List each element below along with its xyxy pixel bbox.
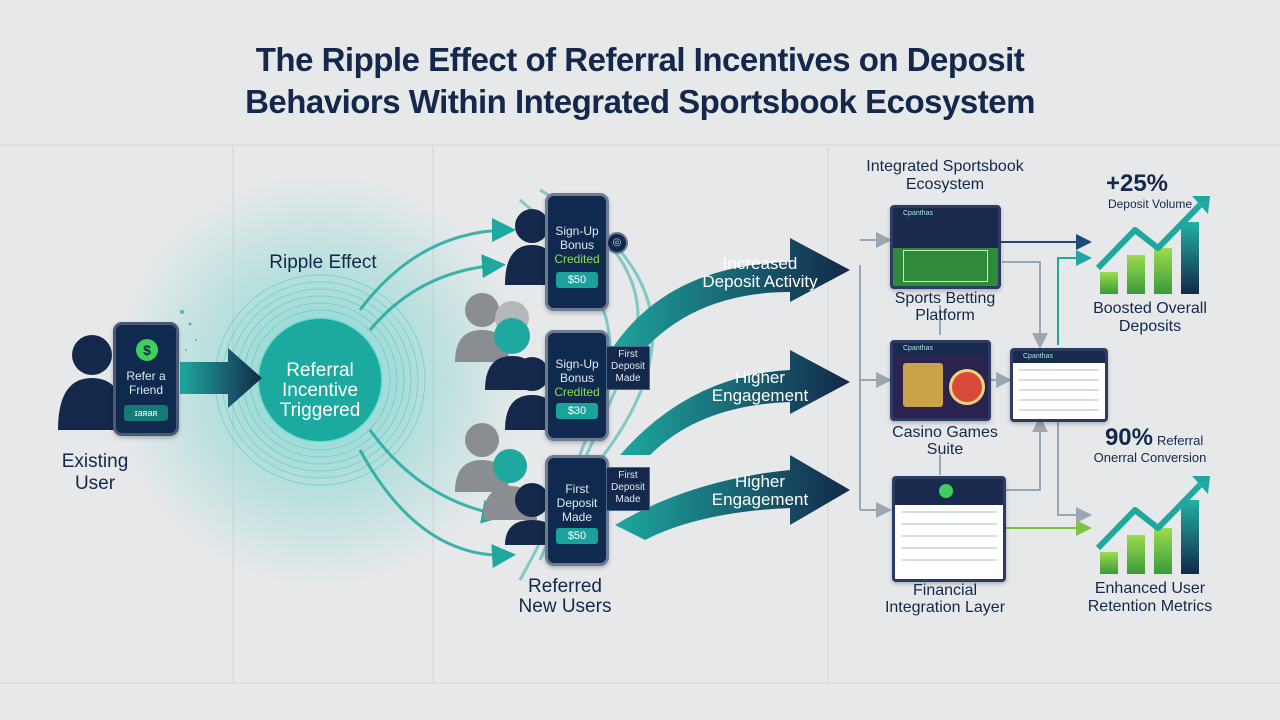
deposit-volume-value: +25% [1105, 170, 1169, 197]
existing-user-label: Existing User [61, 451, 129, 494]
financial-coin-icon [939, 484, 953, 498]
flow-label-1-line2: Deposit Activity [702, 272, 818, 291]
phone3-line2: Deposit [556, 496, 598, 510]
phone1-line1: Sign-Up [555, 224, 599, 238]
dashboard-table [1019, 369, 1099, 411]
referred-phone-1: Sign-Up Bonus Credited $50 [545, 193, 609, 311]
phone1-line3: Credited [554, 252, 600, 266]
flow-label-2-line2: Engagement [711, 386, 809, 405]
ecosystem-connectors [859, 240, 1092, 536]
casino-screen-header: Cpanthas [893, 343, 988, 355]
bonus-badge-icon: ◎ [606, 232, 628, 254]
phone2-line3: Credited [554, 385, 600, 399]
ripple-effect-label: Ripple Effect [269, 252, 377, 273]
financial-label-1: Financial [912, 582, 978, 599]
dollar-coin-icon: $ [136, 339, 158, 361]
refer-button[interactable]: ɪaʀaʀ [124, 405, 168, 421]
referred-users-label-1: Referred [528, 576, 602, 597]
casino-games-screen: Cpanthas [890, 340, 991, 421]
phone3-line3: Made [561, 510, 593, 524]
phone-refer-line1: Refer a [126, 369, 166, 383]
stadium-icon [893, 220, 998, 248]
title-line-1: The Ripple Effect of Referral Incentives… [255, 41, 1025, 78]
referral-line1: Referral [286, 360, 354, 381]
phone3-line1: First [565, 482, 589, 496]
title-line-2: Behaviors Within Integrated Sportsbook E… [245, 83, 1035, 120]
boosted-label-1: Boosted Overall [1093, 300, 1207, 317]
conversion-suffix: Referral [1157, 433, 1204, 448]
tag2-line2: Deposit [611, 482, 645, 493]
financial-label-2: Integration Layer [884, 599, 1006, 616]
flow-label-2-line1: Higher [734, 368, 786, 387]
dashboard-screen: Cpanthas [1010, 348, 1108, 422]
phone2-line1: Sign-Up [555, 357, 599, 371]
dashboard-screen-header: Cpanthas [1013, 351, 1105, 363]
phone-refer-line2: Friend [128, 383, 163, 397]
ecosystem-label-2: Ecosystem [905, 176, 985, 193]
conversion-value: 90% [1104, 424, 1153, 451]
referred-users-label-2: New Users [518, 596, 612, 617]
roulette-icon [949, 369, 985, 405]
phone2-line2: Bonus [559, 371, 595, 385]
conversion-label: Onerral Conversion [1093, 450, 1207, 465]
referred-phone-2: Sign-Up Bonus Credited $30 [545, 330, 609, 441]
boosted-label-2: Deposits [1118, 318, 1182, 335]
deposit-volume-label: Deposit Volume [1107, 197, 1193, 211]
referral-incentive-node [258, 318, 382, 442]
phone2-amount-button[interactable]: $30 [556, 403, 598, 419]
tag2-line3: Made [615, 494, 641, 505]
phone1-amount-button[interactable]: $50 [556, 272, 598, 288]
referred-user-icons [455, 209, 559, 545]
sports-label-2: Platform [915, 307, 975, 324]
retention-growth-chart [1095, 476, 1210, 574]
existing-user-icon [58, 335, 126, 430]
deposit-growth-chart [1095, 196, 1210, 294]
referred-phone-3: First Deposit Made $50 [545, 455, 609, 566]
tag1-line1: First [618, 349, 638, 360]
casino-label-2: Suite [926, 441, 964, 458]
tag2-line1: First [618, 470, 638, 481]
pitch-lines [903, 250, 988, 282]
financial-screen [892, 476, 1006, 582]
phone1-line2: Bonus [559, 238, 595, 252]
first-deposit-tag-2: First Deposit Made [606, 467, 650, 511]
sports-label-1: Sports Betting [894, 290, 996, 307]
existing-user-phone: $ Refer a Friend ɪaʀaʀ [113, 322, 179, 436]
flow-arrow-engagement-2 [615, 455, 850, 540]
arrow-to-ripple [180, 348, 262, 408]
flow-label-3-line1: Higher [734, 472, 786, 491]
retention-label-2: Retention Metrics [1087, 598, 1213, 615]
flow-label-3-line2: Engagement [711, 490, 809, 509]
flow-arrows [605, 238, 850, 540]
flow-arrow-deposit [605, 238, 850, 360]
retention-label-1: Enhanced User [1094, 580, 1206, 597]
phone3-amount-button[interactable]: $50 [556, 528, 598, 544]
financial-table [901, 511, 997, 571]
referral-line3: Triggered [279, 400, 361, 421]
tag1-line2: Deposit [611, 361, 645, 372]
sports-betting-screen: Cpanthas [890, 205, 1001, 289]
ecosystem-label-1: Integrated Sportsbook [866, 158, 1024, 175]
referral-line2: Incentive [281, 380, 359, 401]
first-deposit-tag-1: First Deposit Made [606, 346, 650, 390]
flow-arrow-engagement-1 [620, 350, 850, 455]
sports-screen-header: Cpanthas [893, 208, 998, 220]
casino-label-1: Casino Games [892, 424, 998, 441]
flow-label-1-line1: Increased [722, 254, 798, 273]
tag1-line3: Made [615, 373, 641, 384]
slot-machine-icon [903, 363, 943, 407]
